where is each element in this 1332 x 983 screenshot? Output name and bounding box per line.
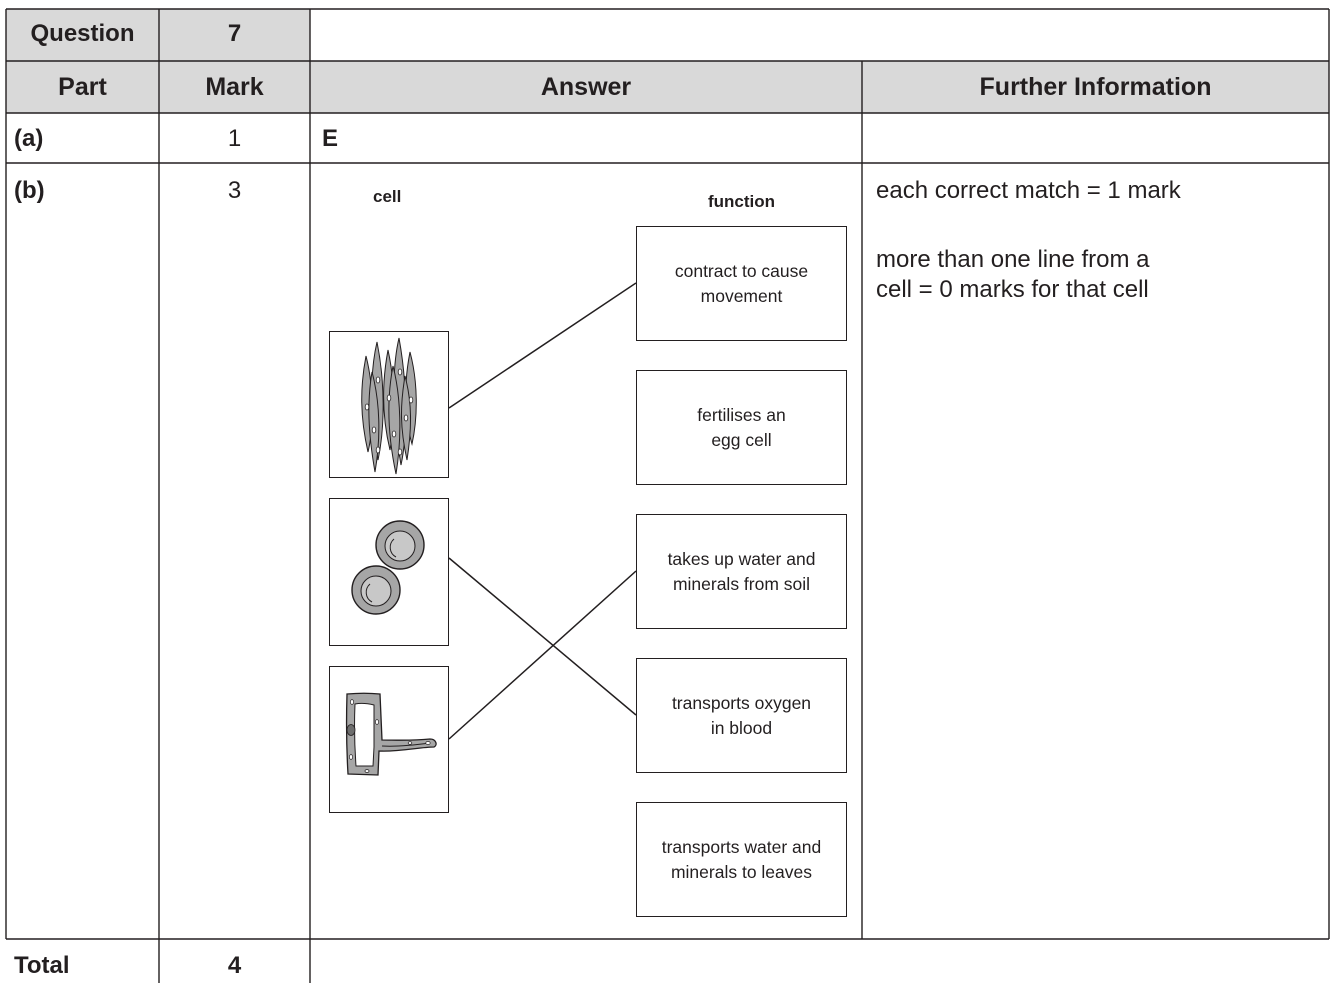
part-a-mark: 1	[227, 125, 242, 152]
part-column-header: Part	[58, 73, 107, 101]
red-blood-cells-box	[329, 498, 449, 646]
function-box-transports-oxygen: transports oxygen in blood	[636, 658, 847, 773]
root-hair-cell-box	[329, 666, 449, 813]
further-info-each-match: each correct match = 1 mark	[876, 177, 1181, 204]
root-hair-cell-icon	[345, 692, 437, 776]
further-info-multiple-lines: more than one line from a cell = 0 marks…	[876, 246, 1150, 303]
muscle-cells-icon	[361, 337, 417, 475]
function-box-contract: contract to cause movement	[636, 226, 847, 341]
function-box-fertilises: fertilises an egg cell	[636, 370, 847, 485]
function-transports-water-text: transports water and minerals to leaves	[661, 836, 822, 882]
red-blood-cells-icon	[351, 520, 425, 615]
question-label: Question	[30, 20, 135, 47]
part-b-mark: 3	[227, 177, 242, 204]
muscle-cells-box	[329, 331, 449, 478]
answer-column-header: Answer	[540, 73, 632, 101]
further-information-column-header: Further Information	[979, 73, 1212, 101]
total-mark: 4	[227, 952, 242, 979]
question-number-cell	[159, 9, 310, 61]
total-label: Total	[14, 952, 70, 979]
function-box-takes-up-water: takes up water and minerals from soil	[636, 514, 847, 629]
function-transports-oxygen-text: transports oxygen in blood	[671, 692, 812, 738]
column-header-row	[6, 61, 1329, 113]
question-number: 7	[227, 20, 242, 47]
mark-column-header: Mark	[205, 73, 264, 101]
part-a-answer: E	[322, 125, 339, 152]
function-box-transports-water: transports water and minerals to leaves	[636, 802, 847, 917]
function-heading: function	[707, 192, 776, 211]
question-label-cell	[6, 9, 159, 61]
function-fertilises-text: fertilises an egg cell	[697, 404, 786, 450]
cell-heading: cell	[373, 187, 402, 206]
part-a-label: (a)	[14, 125, 44, 152]
function-contract-text: contract to cause movement	[674, 260, 809, 306]
part-b-label: (b)	[14, 177, 45, 204]
function-takes-up-water-text: takes up water and minerals from soil	[667, 548, 816, 594]
